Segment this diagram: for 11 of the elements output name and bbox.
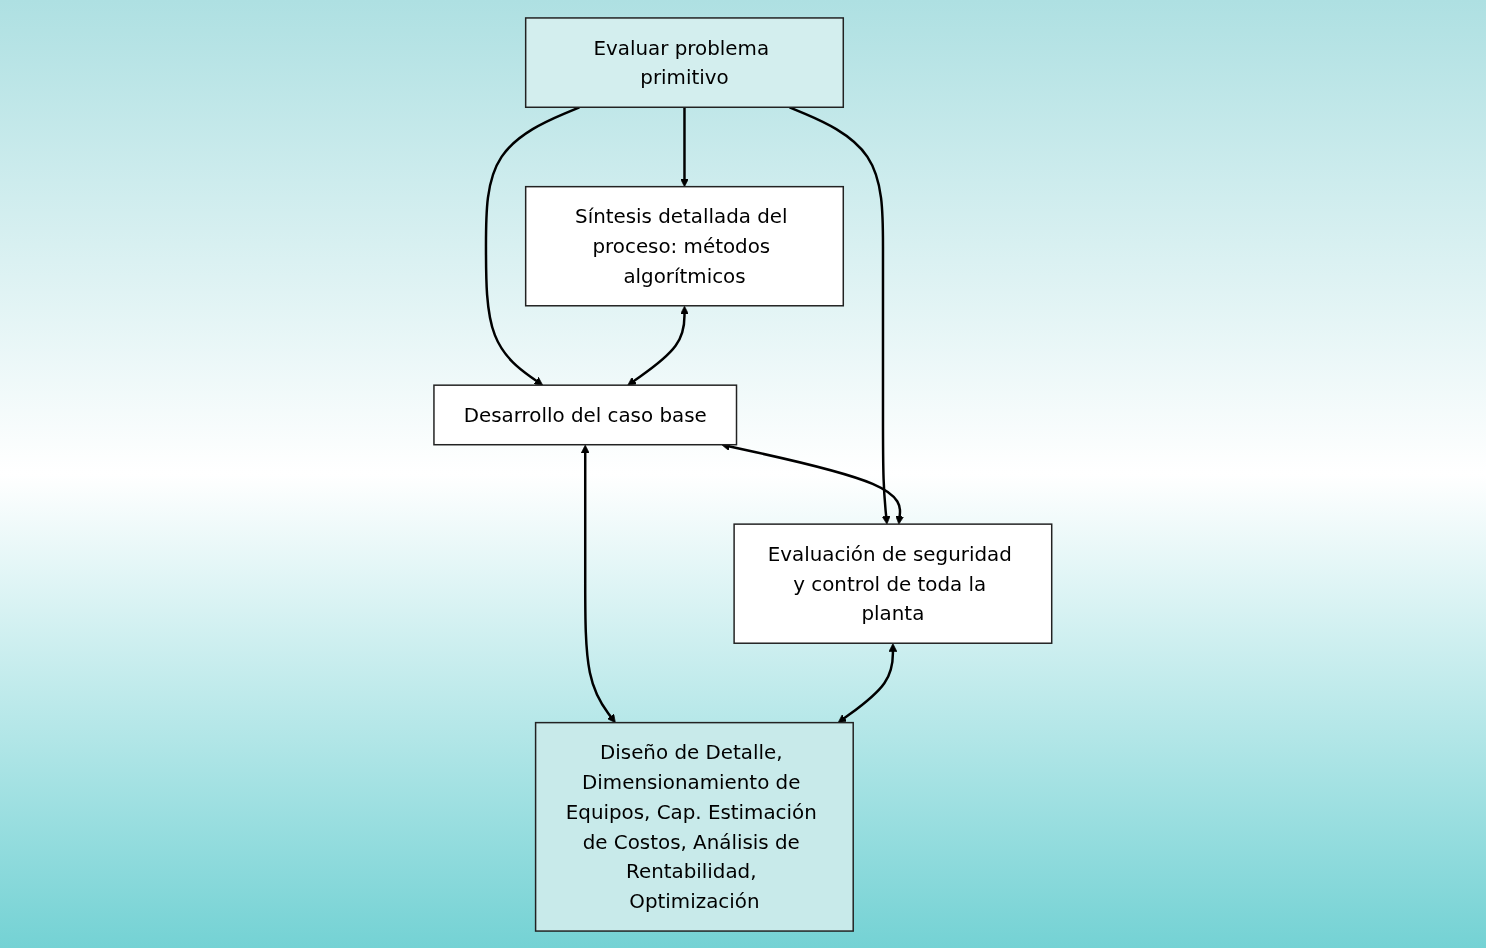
arrow bbox=[627, 305, 689, 386]
arrow bbox=[837, 642, 898, 723]
arrow bbox=[581, 444, 616, 723]
node-box: Evaluación de seguridad y control de toda la planta bbox=[733, 522, 1053, 644]
arrow bbox=[789, 105, 891, 524]
node-box: Desarrollo del caso base bbox=[433, 383, 738, 445]
arrow bbox=[484, 105, 581, 386]
arrow bbox=[680, 106, 689, 187]
node-box: Diseño de Detalle, Dimensionamiento de Equipos, Cap. Estimación de Costos, Análisis de Rentabilidad, Optimización bbox=[535, 721, 855, 932]
node-box: Síntesis detallada del proceso: métodos algorítmicos bbox=[525, 185, 845, 306]
node-box: Evaluar problema primitivo bbox=[525, 16, 845, 108]
